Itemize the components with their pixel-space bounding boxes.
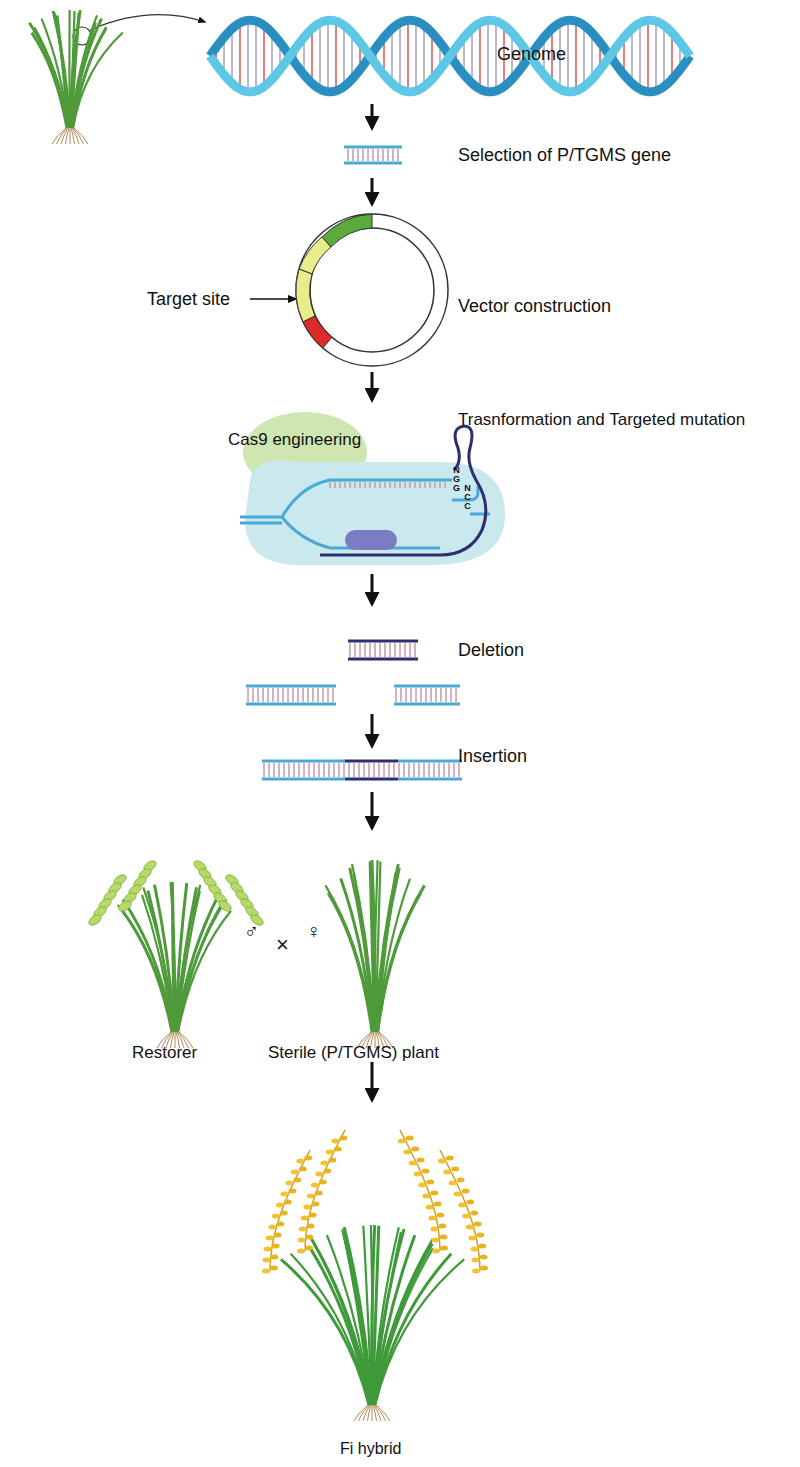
dna-helix [210,20,690,92]
label-text: × [276,932,289,957]
label-text: Genome [497,44,566,65]
label-text: Target site [147,289,230,310]
label-text: Selection of P/TGMS gene [458,145,671,166]
label-text: ♂ [244,920,259,943]
label-text: Sterile (P/TGMS) plant [268,1043,439,1063]
label-text: ♀ [306,920,321,943]
label-text: Vector construction [458,296,611,317]
label-text: Restorer [132,1043,197,1063]
label-text: Trasnformation and Targeted mutation [458,410,745,430]
label-text: NCC [463,484,472,511]
label-text: Insertion [458,746,527,767]
insertion-strand [262,761,462,779]
label-text: Cas9 engineering [228,430,361,450]
label-text: Deletion [458,640,524,661]
rice-plants [29,10,488,1421]
zoom-leader [90,15,205,30]
label-text: NGG [452,466,461,493]
leader-line [250,298,296,300]
flow-arrows [371,104,374,1100]
plasmid [296,214,448,366]
gene-segment [344,146,402,164]
deletion-fragments [246,641,460,704]
label-text: Fi hybrid [340,1440,401,1458]
